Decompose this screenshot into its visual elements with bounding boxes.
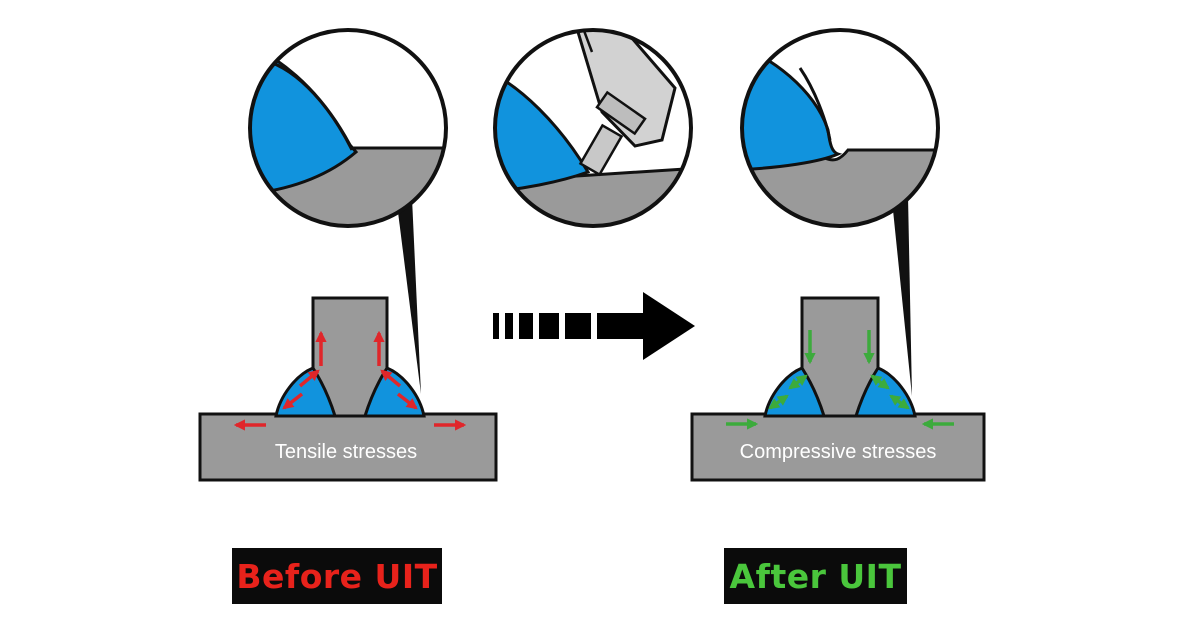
stress-arrow (788, 374, 808, 390)
stress-arrow (768, 394, 789, 410)
after-uit-badge: After UIT (724, 548, 907, 604)
before-uit-badge: Before UIT (232, 548, 442, 604)
t-joint-before: Tensile stresses (198, 296, 498, 482)
stress-arrow (870, 374, 890, 390)
t-joint-after: Compressive stresses (690, 296, 986, 482)
stress-arrow (380, 369, 402, 388)
magnifier-tool-icon (493, 28, 693, 228)
dashed-arrow-icon (493, 292, 695, 360)
uit-tool-icon (572, 30, 677, 177)
stress-arrow (396, 392, 418, 410)
after-uit-label: After UIT (729, 556, 902, 596)
stress-arrow (282, 392, 304, 410)
magnifier-after-icon (740, 28, 940, 228)
callout-pointer-before (398, 198, 421, 394)
before-uit-label: Before UIT (236, 556, 438, 596)
stress-arrow (298, 369, 320, 388)
callout-pointer-after (893, 196, 912, 396)
magnifier-before-icon (248, 28, 448, 228)
stress-arrow (889, 394, 910, 410)
compressive-stresses-label: Compressive stresses (740, 441, 937, 463)
tensile-stresses-label: Tensile stresses (275, 441, 417, 463)
